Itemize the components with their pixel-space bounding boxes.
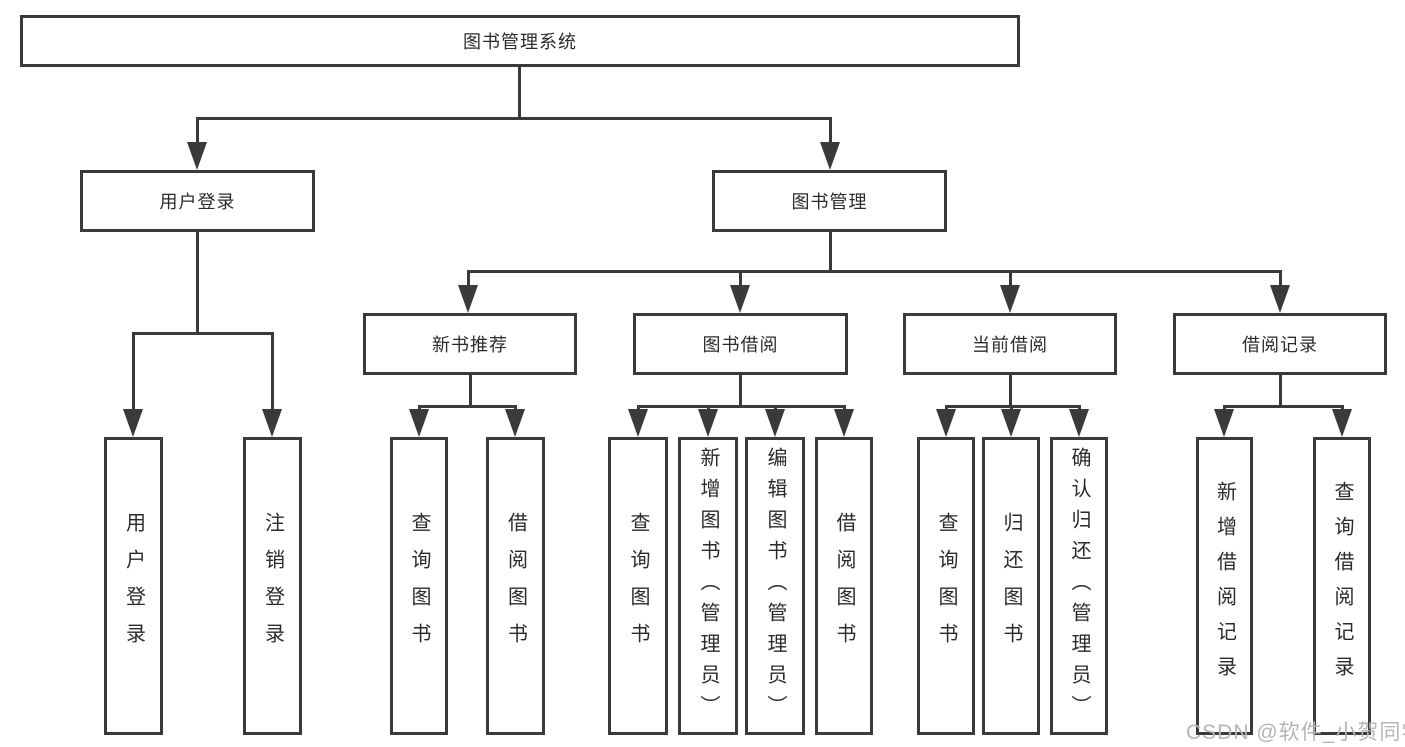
leaf-current-query-books: 查询图书 bbox=[917, 437, 975, 735]
group-book-borrow: 图书借阅 bbox=[633, 313, 848, 375]
connector-to-current-borrow bbox=[1009, 271, 1012, 291]
leaf-label: 确认归还（管理员） bbox=[1068, 446, 1090, 726]
branch-book-management: 图书管理 bbox=[712, 170, 947, 232]
arrowhead-bb-leaf1 bbox=[628, 409, 648, 437]
arrowhead-cb-leaf1 bbox=[936, 409, 956, 437]
connector-records-split bbox=[1223, 405, 1344, 408]
connector-newbook-split bbox=[418, 405, 517, 408]
connector-to-borrow-records bbox=[1279, 271, 1282, 291]
connector-bookborrow-stem bbox=[739, 375, 742, 406]
leaf-label: 编辑图书（管理员） bbox=[764, 446, 786, 726]
leaf-newbook-borrow-books: 借阅图书 bbox=[486, 437, 545, 735]
leaf-label: 查询借阅记录 bbox=[1331, 481, 1353, 691]
leaf-current-return-books: 归还图书 bbox=[982, 437, 1040, 735]
connector-to-new-book bbox=[467, 271, 470, 291]
arrowhead-cb-leaf2 bbox=[1001, 409, 1021, 437]
arrowhead-bb-leaf2 bbox=[698, 409, 718, 437]
connector-newbook-stem bbox=[469, 375, 472, 406]
connector-to-user-login bbox=[196, 118, 199, 144]
connector-root-stem bbox=[518, 67, 521, 118]
leaf-label: 借阅图书 bbox=[504, 512, 527, 660]
connector-to-leaf-user-login bbox=[132, 333, 135, 413]
connector-user-login-stem bbox=[196, 232, 199, 333]
leaf-label: 用户登录 bbox=[122, 512, 145, 660]
arrowhead-book-borrow bbox=[730, 285, 750, 313]
leaf-borrow-borrow-books: 借阅图书 bbox=[815, 437, 873, 735]
arrowhead-cb-leaf3 bbox=[1069, 409, 1089, 437]
leaf-label: 查询图书 bbox=[627, 512, 649, 660]
leaf-label: 新增图书（管理员） bbox=[697, 446, 719, 726]
leaf-label: 查询图书 bbox=[408, 512, 430, 660]
leaf-user-login: 用户登录 bbox=[104, 437, 163, 735]
leaf-label: 借阅图书 bbox=[833, 512, 855, 660]
leaf-current-confirm-return-admin: 确认归还（管理员） bbox=[1050, 437, 1108, 735]
leaf-logout: 注销登录 bbox=[243, 437, 302, 735]
arrowhead-leaf-logout bbox=[262, 409, 282, 437]
connector-level3-split bbox=[467, 270, 1282, 273]
group-new-book-recommend: 新书推荐 bbox=[363, 313, 577, 375]
arrowhead-nb-leaf2 bbox=[505, 409, 525, 437]
connector-currentborrow-split bbox=[945, 405, 1081, 408]
leaf-label: 注销登录 bbox=[261, 512, 284, 660]
arrowhead-leaf-user-login bbox=[123, 409, 143, 437]
connector-to-book-borrow bbox=[739, 271, 742, 291]
arrowhead-borrow-records bbox=[1270, 285, 1290, 313]
connector-records-stem bbox=[1279, 375, 1282, 406]
leaf-label: 归还图书 bbox=[1000, 512, 1022, 660]
root-node-library-system: 图书管理系统 bbox=[20, 15, 1020, 67]
arrowhead-br-leaf1 bbox=[1214, 409, 1234, 437]
leaf-records-query-record: 查询借阅记录 bbox=[1313, 437, 1371, 735]
branch-user-login: 用户登录 bbox=[80, 170, 315, 232]
arrowhead-nb-leaf1 bbox=[409, 409, 429, 437]
connector-book-mgmt-stem bbox=[829, 232, 832, 271]
connector-user-login-split bbox=[132, 332, 274, 335]
arrowhead-bb-leaf3 bbox=[765, 409, 785, 437]
arrowhead-br-leaf2 bbox=[1332, 409, 1352, 437]
connector-level2-split bbox=[196, 117, 832, 120]
connector-bookborrow-split bbox=[637, 405, 846, 408]
connector-to-leaf-logout bbox=[271, 333, 274, 413]
leaf-label: 新增借阅记录 bbox=[1213, 481, 1236, 691]
arrowhead-bb-leaf4 bbox=[834, 409, 854, 437]
leaf-newbook-query-books: 查询图书 bbox=[390, 437, 448, 735]
connector-to-book-management bbox=[829, 118, 832, 144]
leaf-borrow-add-books-admin: 新增图书（管理员） bbox=[678, 437, 738, 735]
leaf-records-add-record: 新增借阅记录 bbox=[1196, 437, 1253, 735]
leaf-label: 查询图书 bbox=[935, 512, 957, 660]
arrowhead-book-management bbox=[820, 142, 840, 170]
csdn-watermark: CSDN @软件_小贺同学 bbox=[1186, 721, 1405, 744]
group-current-borrow: 当前借阅 bbox=[903, 313, 1117, 375]
arrowhead-current-borrow bbox=[1000, 285, 1020, 313]
group-borrow-records: 借阅记录 bbox=[1173, 313, 1387, 375]
arrowhead-new-book bbox=[458, 285, 478, 313]
connector-currentborrow-stem bbox=[1009, 375, 1012, 406]
leaf-borrow-edit-books-admin: 编辑图书（管理员） bbox=[745, 437, 805, 735]
arrowhead-user-login bbox=[187, 142, 207, 170]
leaf-borrow-query-books: 查询图书 bbox=[608, 437, 668, 735]
